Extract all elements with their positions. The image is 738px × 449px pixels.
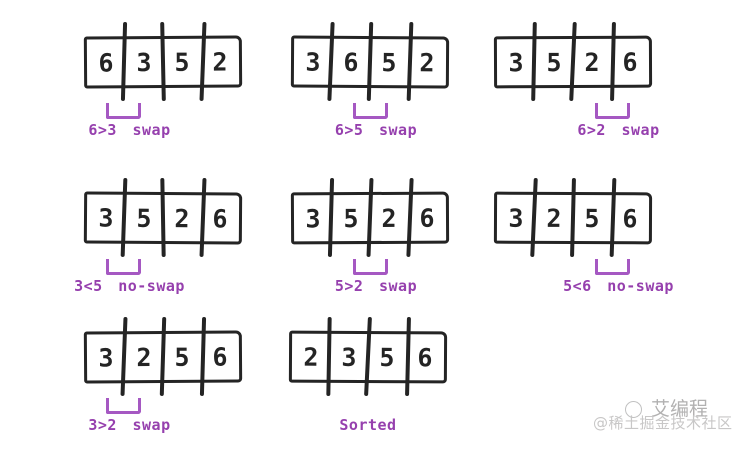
watermark-brand: 艾编程 — [625, 399, 708, 419]
cell-value: 5 — [174, 342, 190, 372]
step-label: 6>2 swap — [577, 121, 660, 139]
step-label: 3>2 swap — [88, 416, 171, 434]
cell-value: 6 — [417, 342, 433, 372]
cell-value: 6 — [622, 203, 638, 233]
cell-value: 2 — [381, 203, 397, 233]
compare-bracket — [595, 103, 630, 119]
cell-value: 3 — [305, 47, 321, 77]
cell-value: 5 — [381, 47, 397, 77]
cell-value: 6 — [622, 47, 638, 77]
cell-value: 2 — [419, 47, 435, 77]
cell-value: 3 — [508, 47, 524, 77]
compare-bracket — [106, 259, 141, 275]
compare-bracket — [595, 259, 630, 275]
brand-logo-icon — [625, 400, 642, 418]
cell-value: 2 — [584, 47, 600, 77]
cell-value: 2 — [212, 47, 228, 77]
compare-bracket — [352, 103, 388, 119]
step-label: 3<5 no-swap — [74, 277, 185, 295]
cell-value: 3 — [508, 203, 524, 233]
compare-bracket — [352, 259, 388, 275]
step-label: 5<6 no-swap — [563, 277, 674, 295]
step-label: 6>5 swap — [334, 121, 418, 139]
cell-value: 5 — [379, 342, 395, 372]
cell-value: 5 — [174, 47, 190, 77]
cell-value: 5 — [584, 203, 600, 233]
cell-value: 2 — [174, 203, 190, 233]
compare-bracket — [106, 398, 141, 414]
cell-value: 3 — [305, 203, 321, 233]
cell-value: 6 — [212, 342, 228, 372]
cell-value: 2 — [303, 342, 319, 372]
step-label: 6>3 swap — [88, 121, 171, 139]
cell-value: 3 — [341, 342, 357, 372]
step-label: 5>2 swap — [334, 277, 418, 295]
watermark-community-text: @稀土掘金技术社区 — [593, 414, 733, 432]
cell-value: 5 — [136, 203, 152, 233]
cell-value: 2 — [136, 342, 152, 372]
compare-bracket — [106, 103, 141, 119]
cell-value: 3 — [98, 203, 114, 233]
cell-value: 6 — [212, 203, 228, 233]
cell-value: 3 — [136, 47, 152, 77]
watermark-brand-text: 艾编程 — [651, 398, 709, 420]
cell-value: 6 — [419, 203, 435, 233]
cell-value: 3 — [98, 342, 114, 372]
cell-value: 2 — [546, 203, 562, 233]
cell-value: 6 — [98, 47, 114, 77]
cell-value: 5 — [343, 203, 359, 233]
step-label: Sorted — [339, 416, 397, 434]
cell-value: 5 — [546, 47, 562, 77]
cell-value: 6 — [343, 47, 359, 77]
